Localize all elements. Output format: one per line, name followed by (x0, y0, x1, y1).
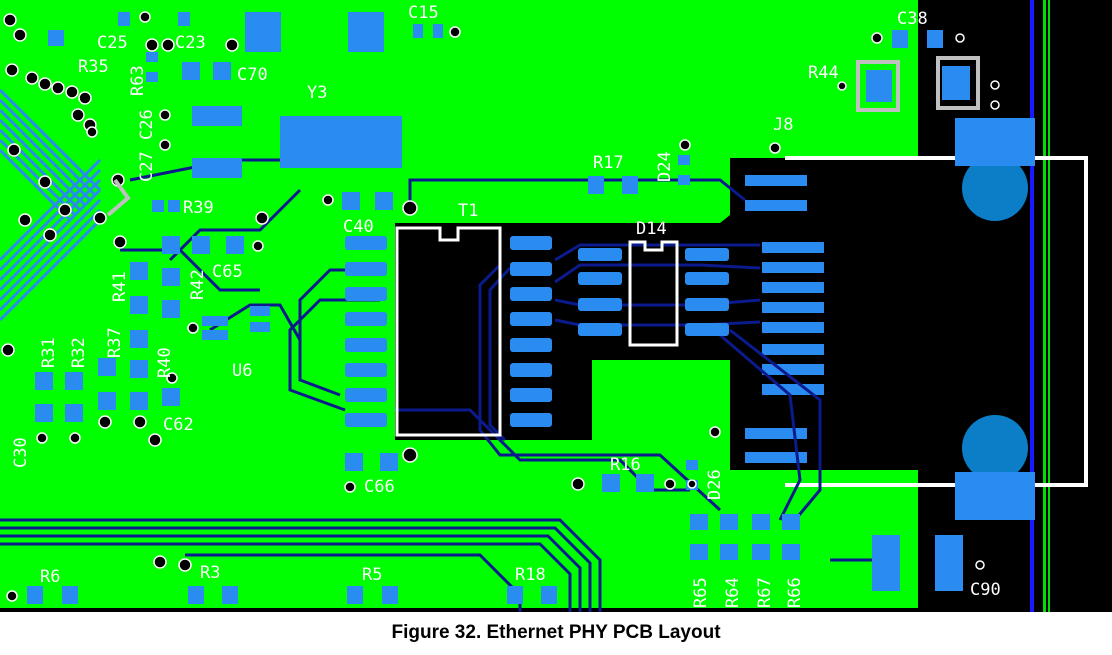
top-pad-2 (348, 12, 384, 52)
silkscreen-labels: C25 C23 C15 C38 R35 C70 R44 Y3 R63 C26 C… (11, 3, 1001, 608)
d14-outline (628, 240, 679, 347)
label-r41: R41 (110, 271, 130, 302)
y3-pad (280, 116, 402, 168)
label-r44: R44 (808, 63, 839, 83)
label-c30: C30 (11, 437, 31, 468)
label-c23: C23 (175, 33, 206, 53)
label-j8: J8 (773, 115, 793, 135)
label-c27: C27 (137, 151, 157, 182)
top-pad-1 (245, 12, 281, 52)
label-r35: R35 (78, 57, 109, 77)
label-c66: C66 (364, 477, 395, 497)
label-c62: C62 (163, 415, 194, 435)
label-c38: C38 (897, 9, 928, 29)
label-c70: C70 (237, 65, 268, 85)
y3-aux-pad-2 (192, 158, 242, 178)
label-d24: D24 (655, 151, 675, 182)
t1-outline (395, 226, 502, 437)
label-r63: R63 (128, 65, 148, 96)
label-r31: R31 (39, 337, 59, 368)
label-r66: R66 (785, 577, 805, 608)
label-r65: R65 (691, 577, 711, 608)
label-r18: R18 (515, 565, 546, 585)
label-c40: C40 (343, 217, 374, 237)
label-r16: R16 (610, 455, 641, 475)
label-u6: U6 (232, 361, 252, 381)
figure-caption: Figure 32. Ethernet PHY PCB Layout (391, 622, 721, 643)
label-r32: R32 (69, 337, 89, 368)
label-c25: C25 (97, 33, 128, 53)
label-r6: R6 (40, 567, 60, 587)
c38-pad-2 (942, 66, 970, 100)
c90-pad-right (935, 535, 963, 591)
t1-left-pads (345, 236, 387, 427)
label-r42: R42 (188, 269, 208, 300)
bottom-void (0, 608, 918, 612)
board-edge-green (1043, 0, 1046, 612)
c90-pad-left (872, 535, 900, 591)
label-c65: C65 (212, 262, 243, 282)
shield-pad-top (955, 118, 1035, 166)
label-t1: T1 (458, 201, 478, 221)
mounting-hole-top (962, 155, 1028, 221)
label-r64: R64 (723, 577, 743, 608)
y3-aux-pad-1 (192, 106, 242, 126)
pcb-layout-diagram: C25 C23 C15 C38 R35 C70 R44 Y3 R63 C26 C… (0, 0, 1112, 612)
board-edge-blue (1030, 0, 1034, 612)
t1-right-pads (510, 236, 552, 427)
label-c90: C90 (970, 580, 1001, 600)
c38-outline (936, 56, 980, 110)
d14-pads (578, 248, 729, 336)
label-r5: R5 (362, 565, 382, 585)
label-r37: R37 (105, 327, 125, 358)
r39-silk-mark (106, 178, 131, 217)
label-r67: R67 (755, 577, 775, 608)
j8-signal-pads (745, 175, 824, 463)
shield-pad-bottom (955, 472, 1035, 520)
r44-pad (866, 70, 892, 102)
label-r3: R3 (200, 563, 220, 583)
label-r39: R39 (183, 198, 214, 218)
label-c26: C26 (137, 109, 157, 140)
mounting-hole-bottom (962, 415, 1028, 481)
label-y3: Y3 (307, 83, 327, 103)
right-strip-green (1048, 0, 1050, 612)
label-r40: R40 (155, 347, 175, 378)
label-r17: R17 (593, 153, 624, 173)
connector-outline (785, 156, 1088, 487)
label-d26: D26 (705, 469, 725, 500)
label-c15: C15 (408, 3, 439, 23)
small-passives (27, 12, 943, 604)
r44-outline (856, 60, 900, 112)
vias (1, 11, 1000, 602)
label-d14: D14 (636, 219, 667, 239)
